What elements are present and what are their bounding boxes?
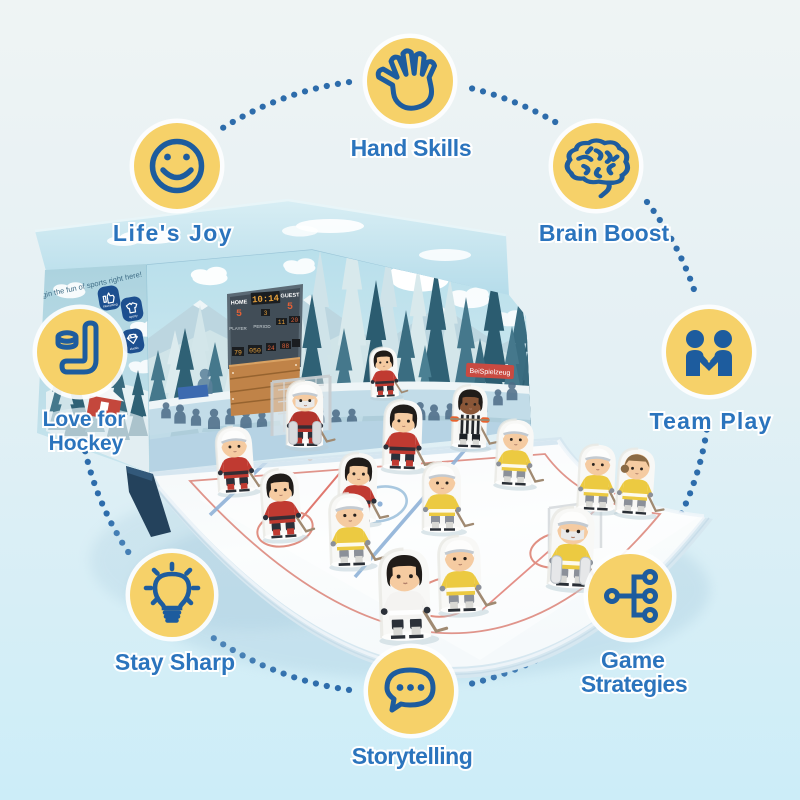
svg-text:Hockey: Hockey: [49, 432, 124, 455]
svg-text:Storytelling: Storytelling: [352, 743, 473, 769]
svg-text:Love for: Love for: [43, 408, 126, 431]
svg-text:79: 79: [234, 350, 242, 357]
svg-text:Team Play: Team Play: [650, 408, 773, 434]
svg-text:24: 24: [267, 345, 275, 352]
svg-text:elastic: elastic: [130, 346, 140, 352]
svg-text:Game: Game: [601, 647, 665, 673]
svg-text:5: 5: [287, 302, 293, 313]
svg-text:PLAYER: PLAYER: [229, 326, 247, 331]
svg-text:20: 20: [291, 317, 299, 324]
svg-text:Life's Joy: Life's Joy: [113, 220, 233, 246]
svg-text:Brain Boost: Brain Boost: [539, 220, 670, 246]
svg-text:88: 88: [282, 343, 290, 350]
svg-text:PERIOD: PERIOD: [253, 324, 271, 329]
svg-text:Strategies: Strategies: [581, 671, 687, 697]
svg-text:sporty: sporty: [129, 314, 139, 320]
svg-text:HOME: HOME: [231, 299, 248, 306]
svg-text:BeiSpielzeug: BeiSpielzeug: [469, 368, 510, 377]
svg-text:050: 050: [249, 348, 261, 355]
svg-text:5: 5: [236, 309, 242, 320]
svg-text:interacting: interacting: [103, 302, 118, 309]
svg-text:GUEST: GUEST: [280, 292, 300, 299]
svg-text:10:14: 10:14: [252, 293, 280, 305]
svg-text:3: 3: [264, 310, 268, 317]
svg-text:Hand Skills: Hand Skills: [351, 135, 472, 161]
svg-text:11: 11: [278, 319, 286, 326]
svg-text:Stay Sharp: Stay Sharp: [115, 649, 235, 675]
